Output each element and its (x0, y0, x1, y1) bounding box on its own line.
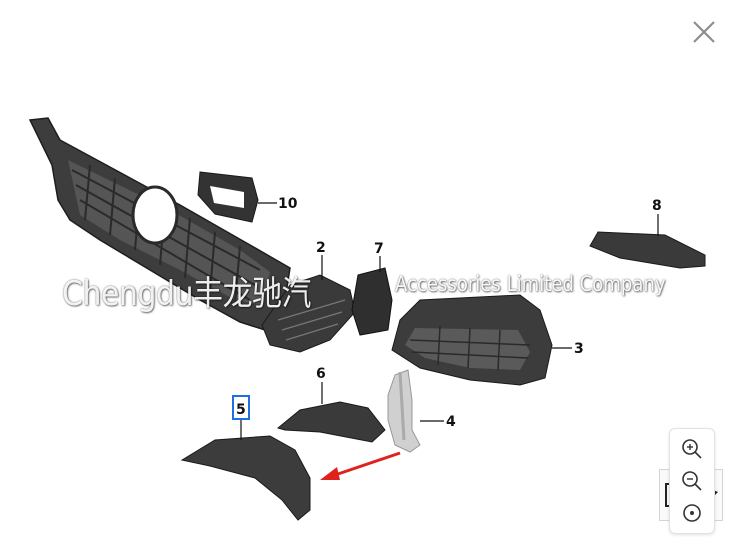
zoom-in-icon (682, 439, 702, 459)
callout-8: 8 (652, 198, 662, 214)
trim-part-4: 4 (387, 369, 456, 453)
bracket-part-7: 7 (351, 241, 393, 336)
callout-2: 2 (316, 240, 326, 256)
callout-3: 3 (574, 341, 584, 357)
cover-part-5: 5 (180, 395, 311, 521)
zoom-in-button[interactable] (678, 435, 706, 463)
grille-left-part (28, 117, 291, 331)
callout-7: 7 (374, 241, 384, 257)
cover-part-6: 6 (276, 366, 386, 443)
callout-10: 10 (278, 196, 298, 212)
callout-5-highlight (232, 395, 250, 420)
zoom-controls (669, 428, 715, 534)
zoom-out-icon (682, 471, 702, 491)
callout-4: 4 (446, 414, 456, 430)
reset-view-button[interactable] (678, 499, 706, 527)
zoom-out-button[interactable] (678, 467, 706, 495)
red-arrow-annotation (320, 451, 401, 480)
callout-6: 6 (316, 366, 326, 382)
close-button[interactable] (688, 16, 720, 48)
bracket-part-8: 8 (589, 198, 706, 269)
bracket-part-10: 10 (197, 171, 298, 223)
grille-part-3: 3 (391, 294, 584, 386)
close-icon (693, 21, 715, 43)
callout-5: 5 (236, 402, 246, 418)
grille-part-2: 2 (261, 240, 356, 353)
target-icon (683, 504, 701, 522)
